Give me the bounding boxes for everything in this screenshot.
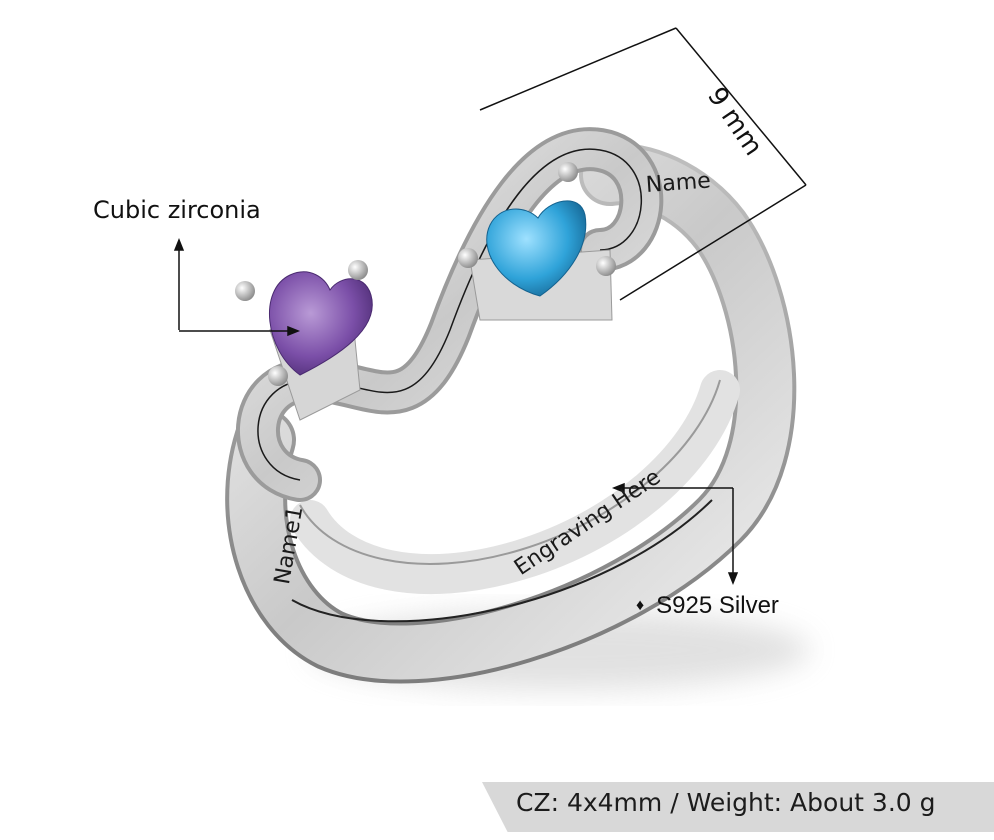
- dimension-indicator: [479, 27, 807, 301]
- infinity-setting: [236, 127, 664, 502]
- purple-heart-stone: [269, 271, 373, 376]
- callout-material: [611, 482, 739, 586]
- engraving-name2: Name: [645, 168, 712, 198]
- spec-text: CZ: 4x4mm / Weight: About 3.0 g: [516, 788, 936, 817]
- material-text: S925 Silver: [656, 592, 779, 619]
- material-annotation: ♦ S925 Silver: [636, 592, 779, 620]
- spec-banner: [482, 782, 994, 832]
- prongs: [235, 162, 616, 386]
- diamond-bullet-icon: ♦: [636, 597, 645, 614]
- blue-heart-stone: [486, 200, 587, 297]
- callout-stone: [173, 237, 301, 337]
- ring-band: [225, 143, 797, 684]
- stone-annotation: Cubic zirconia: [93, 196, 261, 224]
